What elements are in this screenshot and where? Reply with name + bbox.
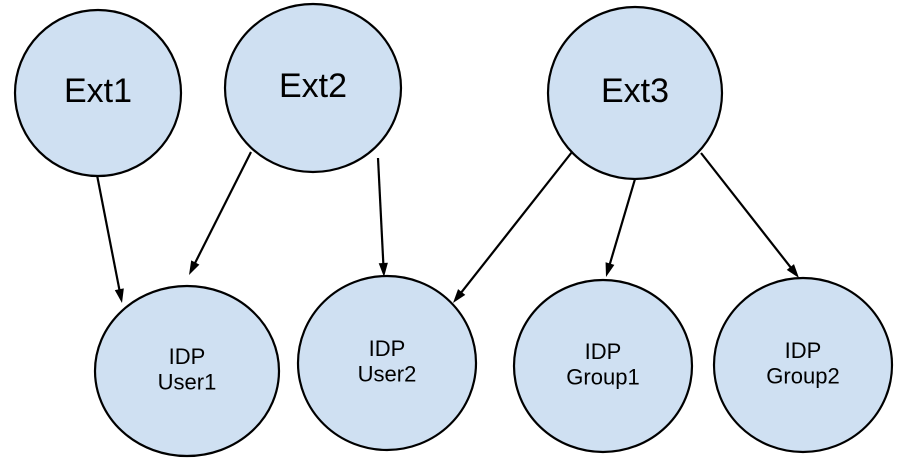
node-circle[interactable] <box>512 278 694 454</box>
edge-arrow <box>453 151 573 303</box>
edge-line <box>608 178 637 267</box>
edge-line <box>193 151 252 266</box>
arrow-head-icon <box>189 260 200 275</box>
edge-line <box>700 152 793 270</box>
node-label: Group1 <box>566 365 639 390</box>
node-label: Ext1 <box>64 72 132 110</box>
node-circle[interactable] <box>546 5 724 181</box>
node-circle[interactable] <box>13 8 183 178</box>
node-circle[interactable] <box>93 284 281 458</box>
edge-line <box>459 151 573 295</box>
edge-arrow <box>189 151 252 275</box>
node-label: User2 <box>358 362 417 387</box>
node-ext2[interactable]: Ext2 <box>223 2 403 174</box>
edges-layer <box>95 151 799 303</box>
edge-arrow <box>95 174 124 303</box>
node-circle[interactable] <box>223 2 403 174</box>
node-circle[interactable] <box>296 274 478 452</box>
node-label: User1 <box>158 370 217 395</box>
arrow-head-icon <box>378 262 388 277</box>
edge-arrow <box>605 178 637 277</box>
node-label: IDP <box>369 336 406 361</box>
node-label: IDP <box>585 339 622 364</box>
node-ext3[interactable]: Ext3 <box>546 5 724 181</box>
node-label: Ext2 <box>279 67 347 105</box>
edge-arrow <box>376 157 388 277</box>
arrow-head-icon <box>453 289 466 303</box>
arrow-head-icon <box>786 264 799 278</box>
node-label: IDP <box>169 344 206 369</box>
node-label: IDP <box>785 338 822 363</box>
arrow-head-icon <box>114 288 124 303</box>
edge-arrow <box>700 152 799 278</box>
edge-line <box>95 174 121 292</box>
arrow-head-icon <box>605 262 615 277</box>
edge-line <box>376 157 385 266</box>
node-circle[interactable] <box>712 276 894 454</box>
node-label: Group2 <box>766 364 839 389</box>
node-label: Ext3 <box>601 72 669 110</box>
node-ext1[interactable]: Ext1 <box>13 8 183 178</box>
